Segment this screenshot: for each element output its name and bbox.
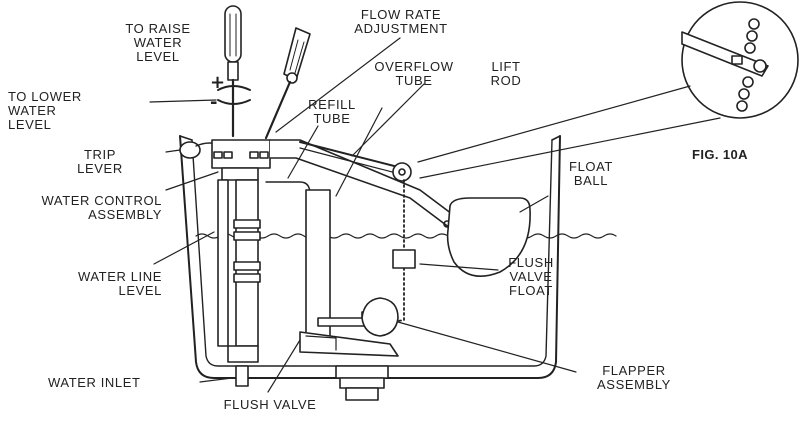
- lift-rod: [299, 141, 412, 182]
- label-flush-valve: FLUSH VALVE: [223, 397, 317, 412]
- label-refill-tube: REFILL TUBE: [308, 97, 356, 126]
- label-water-line-level: WATER LINE LEVEL: [77, 269, 162, 298]
- leader-lines: [149, 37, 577, 393]
- water-control-assembly: [211, 139, 271, 363]
- label-lower-water-level: TO LOWER WATER LEVEL: [8, 89, 82, 132]
- label-lift-rod: LIFT ROD: [490, 59, 522, 88]
- screwdriver-raise: [224, 5, 242, 138]
- rotation-arrow: [217, 85, 251, 91]
- label-flow-rate-adjustment: FLOW RATE ADJUSTMENT: [354, 7, 448, 36]
- flush-valve-float: [392, 249, 416, 269]
- minus-symbol: -: [210, 92, 218, 113]
- float-ball: [446, 197, 531, 278]
- label-water-inlet: WATER INLET: [48, 375, 141, 390]
- water-line: [195, 233, 617, 239]
- label-float-ball: FLOAT BALL: [569, 159, 613, 188]
- drain-outlet: [335, 365, 389, 401]
- label-trip-lever: TRIP LEVER: [77, 147, 123, 176]
- label-raise-water-level: TO RAISE WATER LEVEL: [125, 21, 191, 64]
- label-flush-valve-float: FLUSH VALVE FLOAT: [508, 255, 554, 298]
- label-water-control-assembly: WATER CONTROL ASSEMBLY: [41, 193, 162, 222]
- label-flapper-assembly: FLAPPER ASSEMBLY: [597, 363, 671, 392]
- plus-symbol: +: [210, 72, 226, 93]
- figure-caption: FIG. 10A: [692, 147, 748, 162]
- water-inlet-pipe: [235, 365, 249, 387]
- flapper-assembly: [299, 297, 399, 357]
- detail-callout: [417, 1, 799, 179]
- float-arm: [269, 139, 461, 229]
- screwdriver-flow: [264, 27, 311, 140]
- refill-tube: [265, 181, 311, 341]
- label-overflow-tube: OVERFLOW TUBE: [374, 59, 454, 88]
